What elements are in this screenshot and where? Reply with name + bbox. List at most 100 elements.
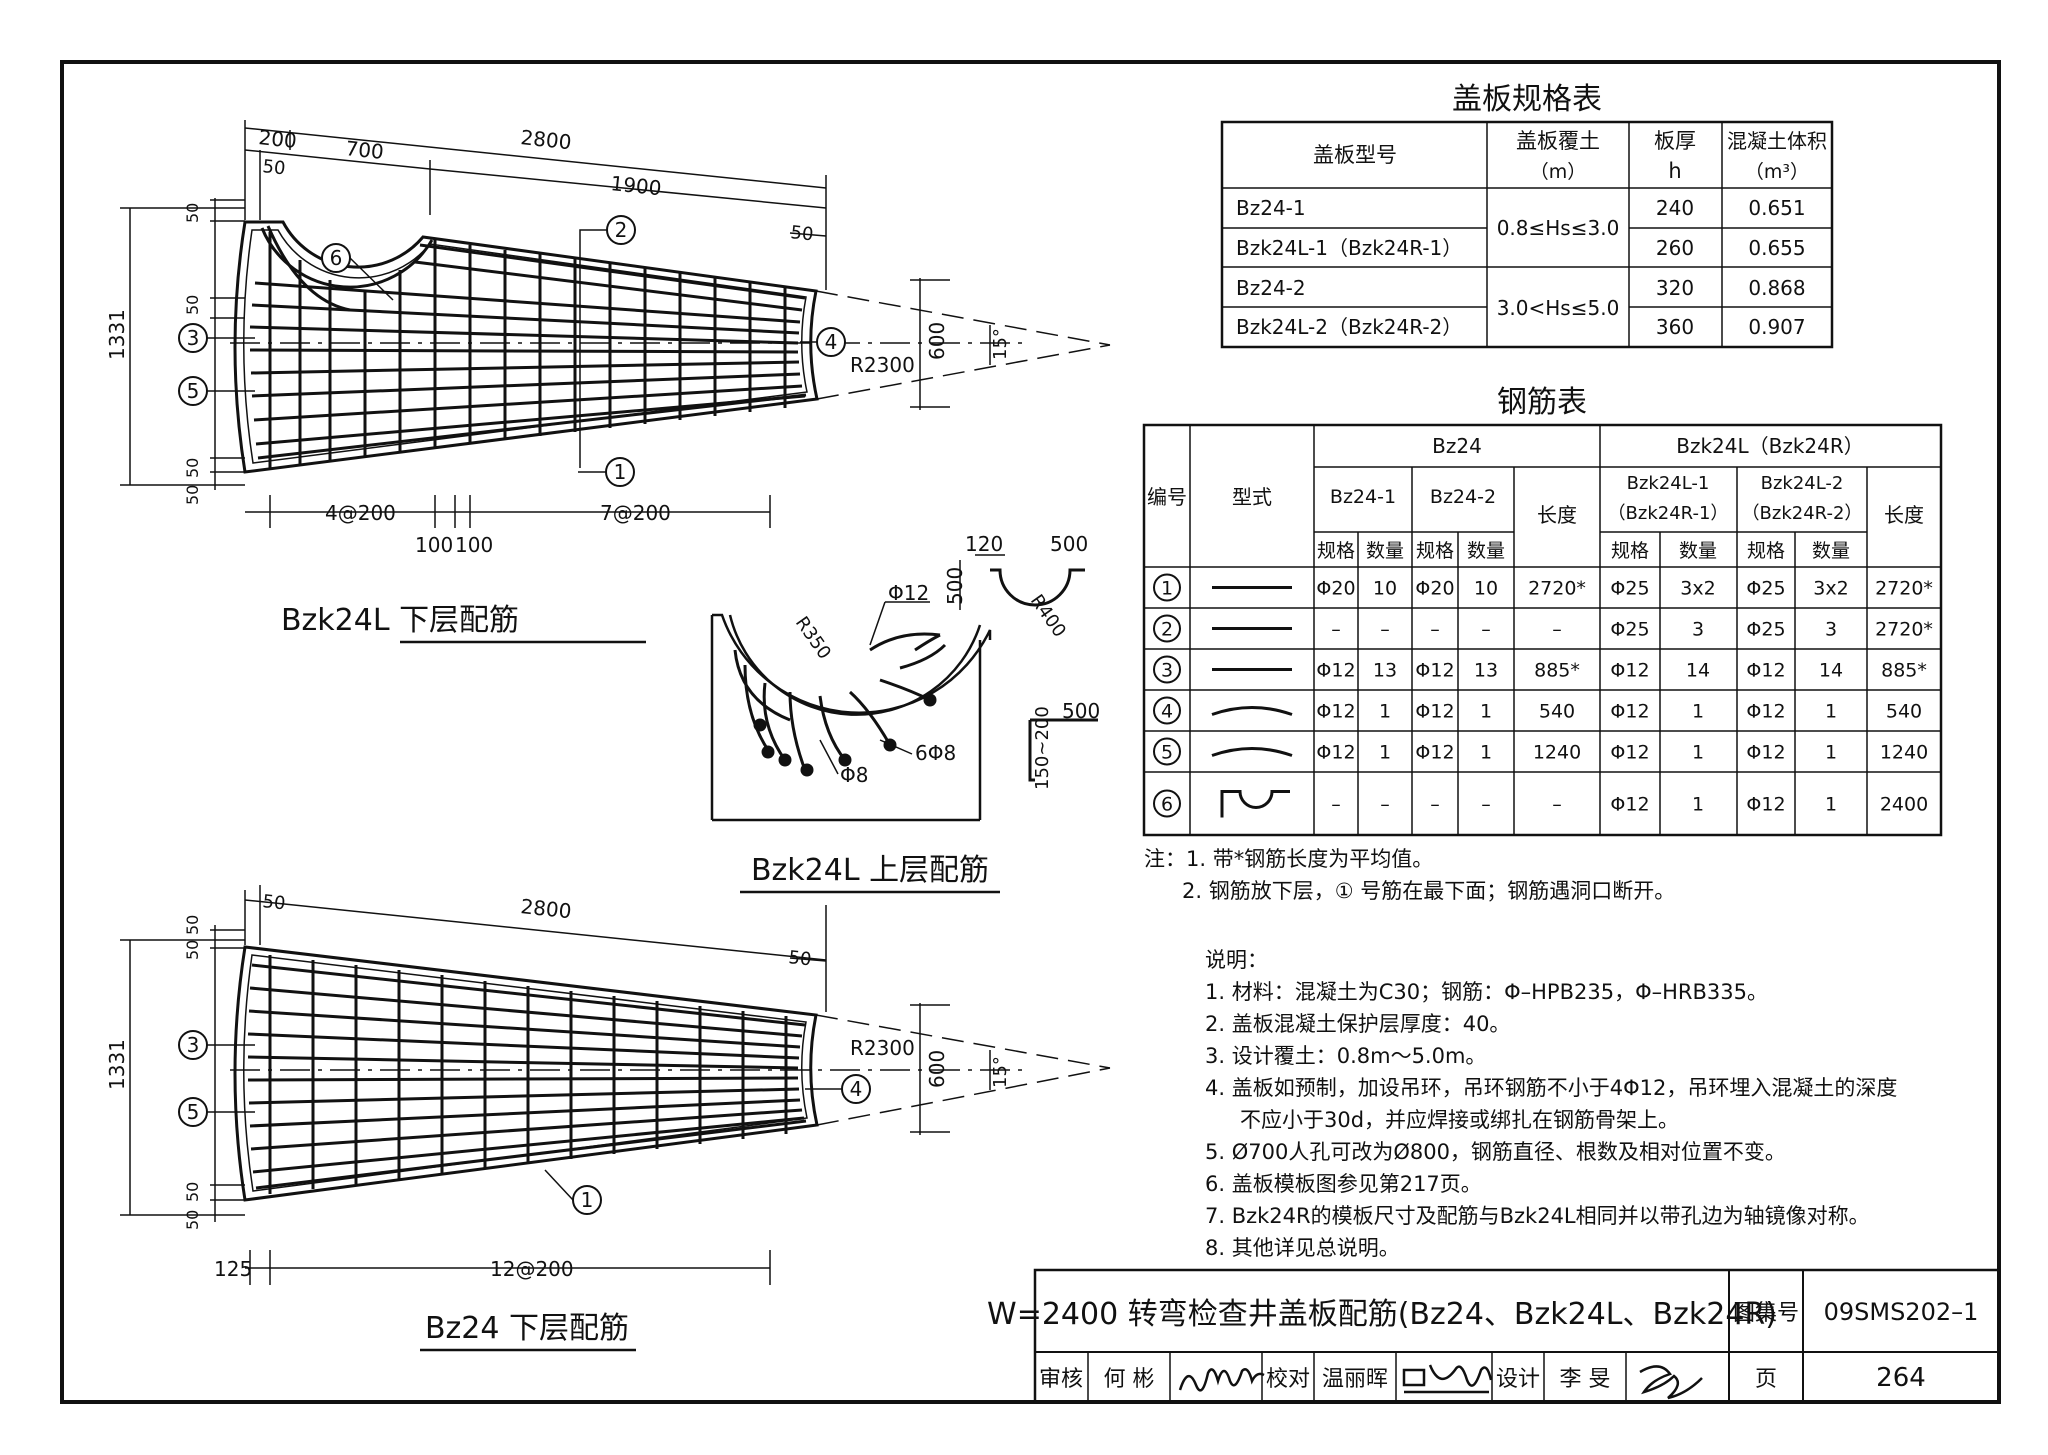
rebar-cell: 885* [1881,660,1927,682]
rebar-cell: 885* [1534,660,1580,682]
rebar-h-no: 编号 [1147,485,1187,509]
bz24-longitudinal-bars [247,963,807,1190]
rebar-cell: 1 [1692,701,1704,723]
rebar-h-qty2: 数量 [1467,540,1505,562]
rebar-cell: – [1481,619,1491,641]
rebar-cell: 1240 [1533,742,1581,764]
marker-1: 1 [614,460,627,484]
reviewer-name: 何 彬 [1104,1367,1155,1392]
rebar-cell: 1 [1480,701,1492,723]
rebar-h-qty4: 数量 [1812,540,1850,562]
marker-4: 4 [825,330,838,354]
rebar-cell: Φ12 [1746,794,1785,816]
rebar-no-circle [1153,614,1181,643]
manhole-arc [728,614,982,716]
dim-50-l2: 50 [183,295,202,315]
rebar-cell: 540 [1886,701,1922,723]
rebar-h-spec2: 规格 [1416,540,1454,562]
label-500-top: 500 [1050,532,1088,556]
spec-cover-group2: 3.0<Hs≤5.0 [1497,296,1620,320]
bz24-dim-2800: 2800 [519,894,572,923]
spec-row4-thick: 360 [1656,315,1694,339]
label-phi12: Φ12 [888,581,929,605]
spec-row3-model: Bz24-2 [1236,276,1306,300]
axis-dash-top [815,290,1111,346]
designer-name: 李 旻 [1560,1367,1611,1392]
longitudinal-bars [249,225,807,460]
rebar-cell: Φ12 [1610,701,1649,723]
radial-bars [733,632,947,777]
rebar-cell: 2720* [1875,619,1933,641]
title-block: W=2400 转弯检查井盖板配筋(Bz24、Bzk24L、Bzk24R) 图集号… [987,1268,2001,1404]
bz24-dim-50-l3: 50 [183,1182,202,1202]
bz24-dim-600: 600 [925,1050,949,1088]
bz24-axis-dash-bottom [816,1067,1111,1126]
rebar-cell: 3 [1692,619,1704,641]
design-label: 设计 [1496,1367,1540,1392]
rebar-no: 2 [1161,619,1173,641]
dim-50-right: 50 [789,222,814,245]
rebar-cell: 2720* [1528,578,1586,600]
rebar-table-title: 钢筋表 [1497,385,1587,420]
rebar-no: 6 [1161,794,1173,816]
dim-100a: 100 [415,533,453,557]
dim-50-l3: 50 [183,458,202,478]
drawing-bzk24l-lower: 200 700 2800 50 1900 50 1331 50 50 50 50… [105,120,1111,644]
bz24-marker-1: 1 [581,1188,594,1212]
explain-5: 5. Ø700人孔可改为Ø800，钢筋直径、根数及相对位置不变。 [1205,1140,1786,1164]
bz24-dim-50: 50 [261,891,286,914]
bz24-marker-4: 4 [850,1077,863,1101]
marker-6: 6 [330,246,343,270]
explain-8: 8. 其他详见总说明。 [1205,1236,1400,1260]
bz24-dim-slope: 15° [990,1056,1011,1088]
rebar-cell: 13 [1474,660,1498,682]
designer-signature [1639,1365,1703,1400]
rebar-no-circle [1153,573,1181,602]
spec-h-thick: 板厚 [1654,129,1696,153]
rebar-cell: 14 [1686,660,1710,682]
rebar-h-qty1: 数量 [1366,540,1404,562]
bz24-marker-3: 3 [187,1033,200,1057]
rebar-cell: Φ12 [1316,701,1355,723]
rebar-cell: – [1430,794,1440,816]
rebar-cell: Φ12 [1610,742,1649,764]
bz24-dim-1331: 1331 [105,1039,129,1090]
bz24-dim-12at200: 12@200 [490,1257,574,1281]
rebar-cell: – [1430,619,1440,641]
caption-bzk24l-upper: Bzk24L 上层配筋 [751,853,989,888]
bz24-dim-r2300: R2300 [850,1036,915,1060]
rebar-cell: 3 [1825,619,1837,641]
dim-r2300: R2300 [850,353,915,377]
rebar-h-bzk: Bzk24L（Bzk24R） [1676,434,1864,458]
rebar-no: 3 [1161,660,1173,682]
sheet-border [60,60,2001,1404]
rebar-h-bzk1a: Bzk24L-1 [1627,473,1710,494]
bz24-dim-50-l4: 50 [183,1210,202,1230]
rebar-cell: – [1552,794,1562,816]
bz24-axis-dash-top [815,1014,1111,1069]
label-6phi8: 6Φ8 [915,741,956,765]
rebar-cell: 1 [1825,794,1837,816]
reviewer-signature [1178,1368,1265,1392]
dim-700: 700 [344,136,384,164]
rebar-cell: 1 [1825,701,1837,723]
label-phi8: Φ8 [840,763,868,787]
rebar-cell: Φ25 [1746,578,1785,600]
rebar-h-len-a: 长度 [1537,503,1577,527]
spec-row4-model: Bzk24L-2（Bzk24R-2） [1236,315,1462,339]
rebar-h-bzk1b: （Bzk24R-1） [1608,503,1729,524]
bz24-slab-outline [233,945,819,1202]
spec-row1-model: Bz24-1 [1236,196,1306,220]
rebar-cell: Φ12 [1746,701,1785,723]
rebar-h-bz24-2: Bz24-2 [1430,486,1496,508]
marker-2: 2 [615,218,628,242]
explain-2: 2. 盖板混凝土保护层厚度：40。 [1205,1012,1510,1036]
atlas-label: 图集号 [1733,1301,1799,1326]
rebar-cell: Φ20 [1415,578,1454,600]
spec-table: 盖板规格表 盖板型号 盖板覆土 （m） 板厚 h 混凝土体积 （m³） Bz24… [1220,82,1834,349]
rebar-cell: Φ12 [1746,742,1785,764]
bz24-dimension-lines [120,885,991,1285]
rebar-h-bz24: Bz24 [1432,434,1482,458]
rebar-shape-arc [1211,706,1293,716]
rebar-h-qty3: 数量 [1679,540,1717,562]
